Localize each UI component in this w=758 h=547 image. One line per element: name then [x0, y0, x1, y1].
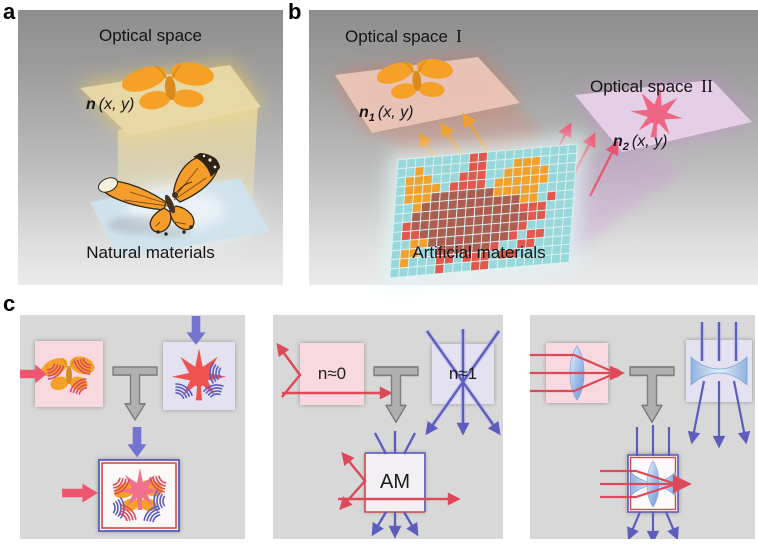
refractive-index-label: n(x, y) — [86, 96, 135, 113]
am-label: AM — [380, 471, 410, 493]
merge-connector — [112, 366, 158, 421]
panel-c-right — [530, 315, 755, 539]
panel-label-a: a — [3, 0, 16, 24]
roman-numeral-2: II — [701, 76, 713, 96]
n0-label: n≈0 — [317, 364, 347, 383]
diverging-blue-rays — [686, 322, 752, 448]
panel-label-b: b — [288, 0, 302, 24]
merge-connector — [629, 366, 675, 424]
blue-down-arrow — [127, 427, 147, 458]
output-blue-rays — [623, 425, 683, 539]
output-square-inner — [101, 462, 177, 529]
refractive-index2-label: n2(x, y) — [613, 133, 668, 154]
am-square — [365, 453, 425, 512]
blue-input-arrow — [186, 316, 206, 345]
converging-red-rays — [530, 353, 624, 393]
red-output-arrow — [62, 483, 98, 503]
panel-c-middle: n≈0 n≈1 AM — [273, 315, 503, 539]
red-reflected-ray — [273, 341, 302, 398]
n0-square — [300, 343, 364, 405]
am-blue-rays — [367, 431, 423, 538]
monarch-butterfly-icon — [97, 153, 220, 236]
roman-numeral-1: I — [456, 26, 462, 46]
panel-c-left — [20, 315, 245, 539]
panel-a: Optical space n(x, y) Natural materials — [18, 10, 283, 285]
red-through-ray — [282, 387, 392, 399]
refractive-index1-label: n1(x, y) — [359, 104, 414, 125]
output-red-rays — [600, 469, 690, 499]
blue-crossing-rays — [422, 329, 503, 437]
panel-a-caption: Natural materials — [86, 243, 215, 262]
panel-a-title: Optical space — [99, 26, 202, 45]
panel-b-caption: Artificial materials — [412, 243, 546, 262]
am-red-rays — [336, 449, 460, 513]
n1-label: n≈1 — [448, 364, 478, 383]
panel-label-c: c — [3, 291, 16, 316]
